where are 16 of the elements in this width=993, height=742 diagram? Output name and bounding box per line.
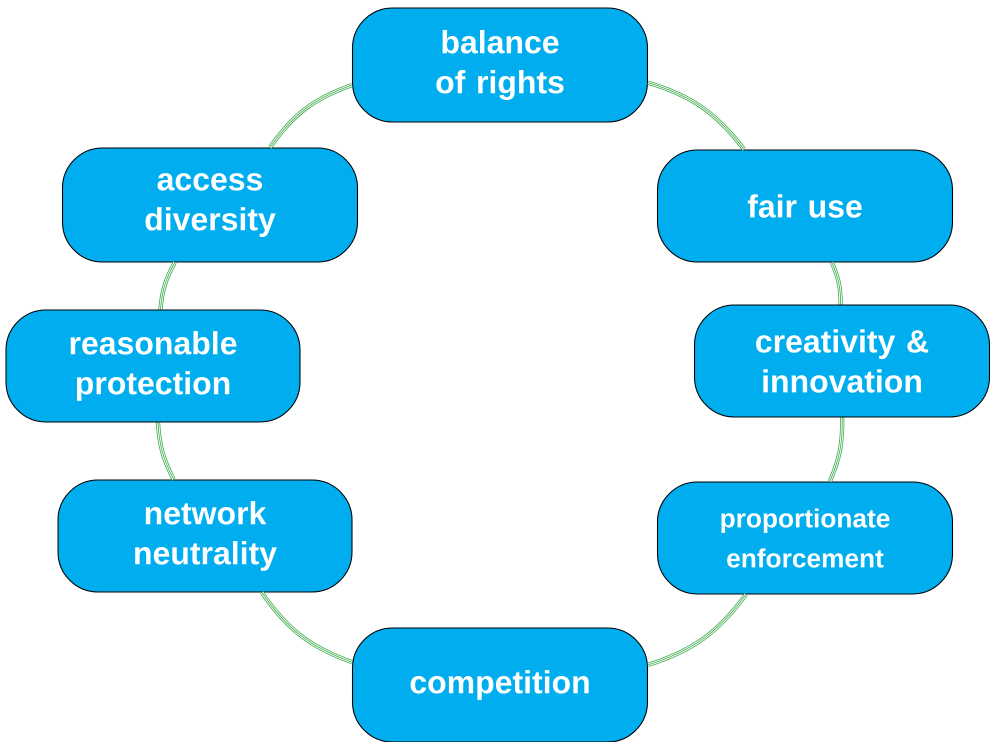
rounded-box: reasonable protection bbox=[5, 309, 301, 423]
ring-connector bbox=[647, 80, 746, 151]
ring-connector bbox=[268, 83, 353, 149]
ring-connector bbox=[158, 262, 177, 310]
ring-connector bbox=[647, 593, 748, 667]
rounded-box: fair use bbox=[656, 149, 954, 263]
ring-connector bbox=[828, 417, 844, 482]
rounded-box: creativity & innovation bbox=[694, 304, 990, 418]
ring-connector bbox=[156, 422, 176, 480]
ring-connector bbox=[260, 591, 353, 664]
ring-connector bbox=[830, 262, 843, 305]
rounded-box: balance of rights bbox=[352, 7, 648, 123]
rounded-box: access diversity bbox=[62, 147, 358, 263]
rounded-box: competition bbox=[352, 627, 648, 742]
rounded-box: proportionate enforcement bbox=[656, 481, 954, 595]
rounded-box: network neutrality bbox=[57, 479, 353, 593]
